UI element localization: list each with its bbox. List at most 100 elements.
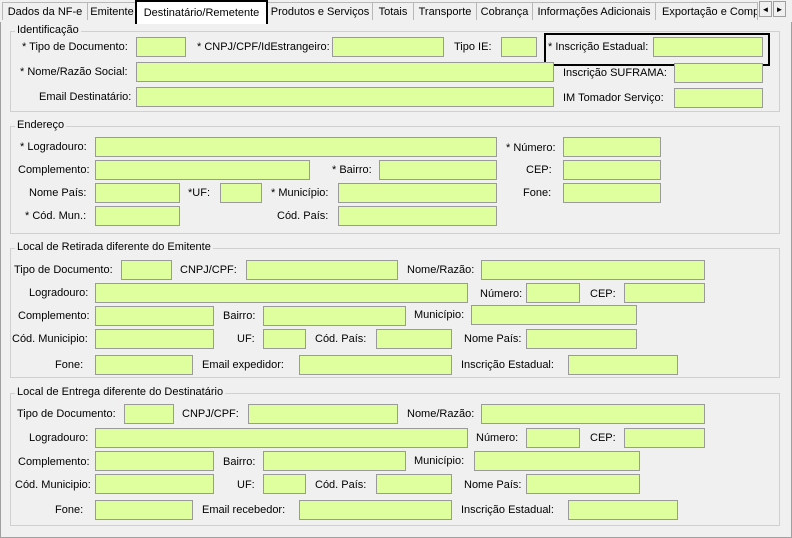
logradouro-field[interactable] [95, 137, 497, 157]
retirada-fone-field[interactable] [95, 355, 193, 375]
label-entrega-complemento: Complemento: [18, 456, 90, 468]
label-retirada-complemento: Complemento: [18, 310, 90, 322]
label-logradouro: * Logradouro: [20, 141, 87, 153]
tab-produtos-servicos[interactable]: Produtos e Serviços [267, 2, 373, 20]
inscricao-estadual-highlight [544, 33, 770, 66]
cod-pais-field[interactable] [338, 206, 497, 226]
label-retirada-cnpj: CNPJ/CPF: [180, 264, 237, 276]
nome-pais-field[interactable] [95, 183, 180, 203]
entrega-cod-municipio-field[interactable] [95, 474, 214, 494]
label-retirada-inscricao: Inscrição Estadual: [461, 359, 554, 371]
bairro-field[interactable] [379, 160, 497, 180]
entrega-complemento-field[interactable] [95, 451, 214, 471]
tab-informacoes-adicionais[interactable]: Informações Adicionais [532, 2, 656, 20]
retirada-municipio-field[interactable] [471, 305, 637, 325]
label-entrega-numero: Número: [476, 432, 519, 444]
label-entrega-inscricao: Inscrição Estadual: [461, 504, 554, 516]
entrega-fone-field[interactable] [95, 500, 193, 520]
label-entrega-cod-municipio: Cód. Municipio: [15, 479, 91, 491]
label-entrega-email: Email recebedor: [202, 504, 286, 516]
tab-exportacao-compra[interactable]: Exportação e Compr [655, 2, 758, 20]
entrega-email-field[interactable] [299, 500, 452, 520]
label-im-tomador: IM Tomador Serviço: [563, 92, 664, 104]
entrega-tipo-documento-field[interactable] [124, 404, 174, 424]
entrega-logradouro-field[interactable] [95, 428, 468, 448]
label-numero: * Número: [506, 142, 556, 154]
entrega-cod-pais-field[interactable] [376, 474, 452, 494]
retirada-tipo-documento-field[interactable] [121, 260, 172, 280]
retirada-numero-field[interactable] [526, 283, 580, 303]
cod-mun-field[interactable] [95, 206, 180, 226]
nome-razao-field[interactable] [136, 62, 554, 82]
entrega-uf-field[interactable] [263, 474, 306, 494]
entrega-bairro-field[interactable] [263, 451, 406, 471]
scroll-left-icon[interactable]: ◄ [759, 1, 772, 17]
municipio-field[interactable] [338, 183, 497, 203]
label-cnpj: * CNPJ/CPF/IdEstrangeiro: [197, 41, 330, 53]
retirada-nome-field[interactable] [481, 260, 705, 280]
label-entrega-uf: UF: [237, 479, 255, 491]
tipo-ie-field[interactable] [501, 37, 537, 57]
label-entrega-fone: Fone: [55, 504, 84, 516]
cep-field[interactable] [563, 160, 661, 180]
tab-cobranca[interactable]: Cobrança [476, 2, 533, 20]
retirada-cod-municipio-field[interactable] [95, 329, 214, 349]
label-municipio: * Município: [271, 187, 329, 199]
group-identificacao [10, 31, 780, 112]
label-entrega-tipo-documento: Tipo de Documento: [17, 408, 116, 420]
inscricao-estadual-field[interactable] [653, 37, 763, 57]
label-entrega-cod-pais: Cód. País: [315, 479, 367, 491]
complemento-field[interactable] [95, 160, 310, 180]
label-nome-razao: * Nome/Razão Social: [20, 66, 128, 78]
legend-identificacao: Identificação [15, 24, 81, 36]
fone-field[interactable] [563, 183, 661, 203]
entrega-cep-field[interactable] [624, 428, 705, 448]
label-retirada-email: Email expedidor: [202, 359, 284, 371]
retirada-complemento-field[interactable] [95, 306, 214, 326]
tab-bar: Dados da NF-e Emitente Destinatário/Reme… [0, 0, 792, 24]
retirada-inscricao-field[interactable] [568, 355, 678, 375]
label-entrega-cep: CEP: [590, 432, 616, 444]
label-email-destinatario: Email Destinatário: [39, 91, 132, 103]
retirada-cep-field[interactable] [624, 283, 705, 303]
tab-destinatario-remetente[interactable]: Destinatário/Remetente [135, 0, 268, 24]
label-cep: CEP: [526, 164, 552, 176]
label-entrega-cnpj: CNPJ/CPF: [182, 408, 239, 420]
retirada-logradouro-field[interactable] [95, 283, 468, 303]
tab-dados-nfe[interactable]: Dados da NF-e [2, 2, 88, 20]
legend-local-entrega: Local de Entrega diferente do Destinatár… [15, 386, 226, 398]
tipo-documento-field[interactable] [136, 37, 186, 57]
label-retirada-cep: CEP: [590, 288, 616, 300]
tab-totais[interactable]: Totais [372, 2, 414, 20]
label-retirada-municipio: Município: [414, 309, 465, 321]
entrega-municipio-field[interactable] [474, 451, 640, 471]
legend-local-retirada: Local de Retirada diferente do Emitente [15, 241, 213, 253]
retirada-email-field[interactable] [299, 355, 452, 375]
label-retirada-nome: Nome/Razão: [407, 264, 475, 276]
entrega-cnpj-field[interactable] [248, 404, 398, 424]
entrega-numero-field[interactable] [526, 428, 580, 448]
label-retirada-bairro: Bairro: [223, 310, 256, 322]
label-retirada-cod-pais: Cód. País: [315, 333, 367, 345]
retirada-uf-field[interactable] [263, 329, 306, 349]
label-fone: Fone: [523, 187, 552, 199]
email-destinatario-field[interactable] [136, 87, 554, 107]
im-tomador-field[interactable] [674, 88, 763, 108]
cnpj-field[interactable] [332, 37, 444, 57]
entrega-nome-field[interactable] [481, 404, 705, 424]
retirada-bairro-field[interactable] [263, 306, 406, 326]
retirada-cnpj-field[interactable] [246, 260, 398, 280]
retirada-cod-pais-field[interactable] [376, 329, 452, 349]
tab-emitente[interactable]: Emitente [87, 2, 137, 20]
label-entrega-bairro: Bairro: [223, 456, 256, 468]
label-bairro: * Bairro: [332, 164, 372, 176]
entrega-inscricao-field[interactable] [568, 500, 678, 520]
scroll-right-icon[interactable]: ► [773, 1, 786, 17]
uf-field[interactable] [220, 183, 262, 203]
label-complemento: Complemento: [18, 164, 90, 176]
retirada-nome-pais-field[interactable] [526, 329, 637, 349]
entrega-nome-pais-field[interactable] [526, 474, 640, 494]
suframa-field[interactable] [674, 63, 763, 83]
tab-transporte[interactable]: Transporte [413, 2, 477, 20]
numero-field[interactable] [563, 137, 661, 157]
